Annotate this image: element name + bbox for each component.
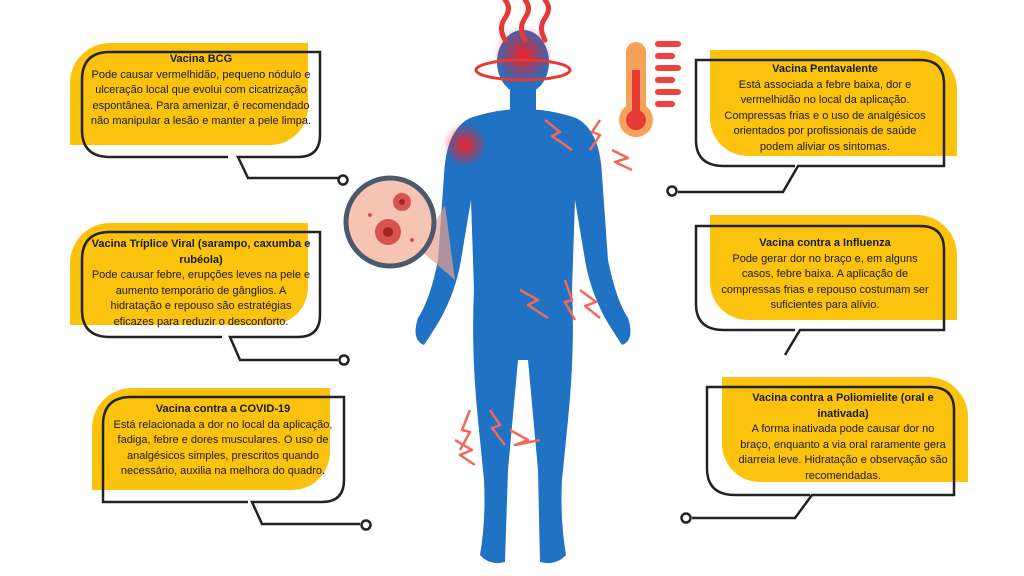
pain-bolts-icon bbox=[454, 119, 633, 467]
thermometer-icon bbox=[619, 41, 681, 137]
card-bg-influenza bbox=[710, 215, 957, 320]
card-bg-triplice bbox=[70, 223, 308, 325]
card-text: Pode gerar dor no braço e, em alguns cas… bbox=[721, 252, 929, 312]
callout-outlines bbox=[80, 50, 956, 531]
card-text: Pode causar vermelhidão, pequeno nódulo … bbox=[90, 68, 312, 128]
card-text: A forma inativada pode causar dor no bra… bbox=[738, 423, 948, 482]
card-vacina-poliomielite: Vacina contra a Poliomielite (oral e ina… bbox=[738, 391, 948, 484]
card-vacina-covid: Vacina contra a COVID-19 Está relacionad… bbox=[112, 402, 334, 480]
card-vacina-triplice-viral: Vacina Tríplice Viral (sarampo, caxumba … bbox=[90, 237, 312, 330]
skin-lesion-magnifier-icon bbox=[343, 175, 455, 280]
card-vacina-pentavalente: Vacina Pentavalente Está associada a feb… bbox=[716, 62, 934, 155]
card-text: Está associada a febre baixa, dor e verm… bbox=[724, 78, 926, 153]
card-title: Vacina Pentavalente bbox=[772, 63, 878, 75]
card-title: Vacina Tríplice Viral (sarampo, caxumba … bbox=[91, 238, 311, 266]
heat-waves-icon bbox=[474, 0, 572, 82]
card-bg-pentavalente bbox=[710, 50, 957, 156]
card-bg-covid bbox=[92, 388, 330, 490]
card-text: Pode causar febre, erupções leves na pel… bbox=[91, 269, 311, 328]
human-body bbox=[415, 30, 631, 564]
card-vacina-bcg: Vacina BCG Pode causar vermelhidão, pequ… bbox=[90, 52, 312, 130]
card-bg-bcg bbox=[70, 43, 308, 145]
card-text: Está relacionada a dor no local da aplic… bbox=[113, 418, 333, 478]
card-title: Vacina BCG bbox=[169, 53, 233, 65]
card-title: Vacina contra a Influenza bbox=[759, 237, 891, 249]
card-title: Vacina contra a Poliomielite (oral e ina… bbox=[752, 392, 934, 420]
arm-pain-glow bbox=[443, 123, 487, 167]
card-bg-poliomielite bbox=[722, 377, 968, 482]
card-vacina-influenza: Vacina contra a Influenza Pode gerar dor… bbox=[716, 236, 934, 314]
card-title: Vacina contra a COVID-19 bbox=[155, 403, 291, 415]
head-pain-glow bbox=[493, 25, 553, 85]
